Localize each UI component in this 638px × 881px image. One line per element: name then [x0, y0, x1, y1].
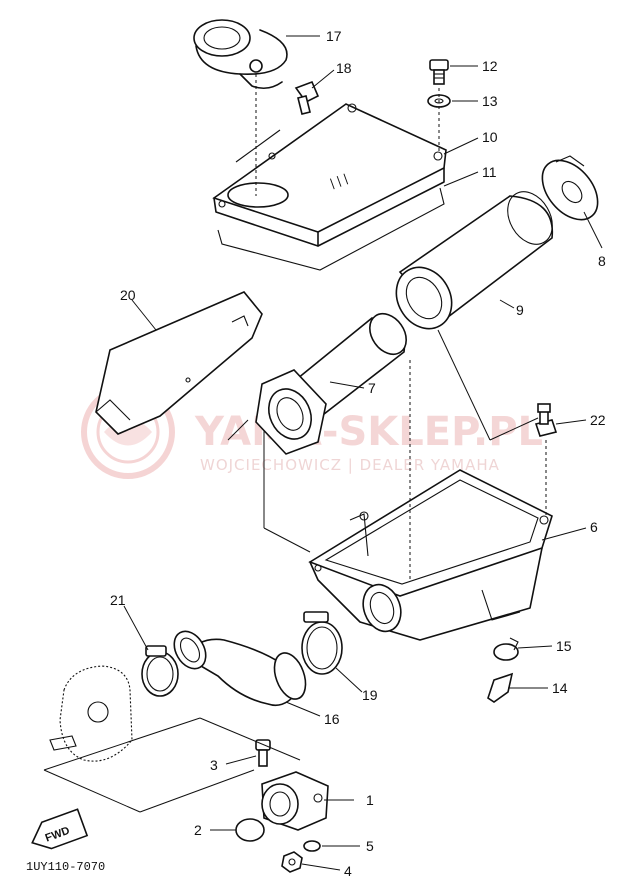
callout-12: 12 [482, 58, 498, 74]
carburetor-outline [49, 665, 133, 762]
callout-2: 2 [194, 822, 202, 838]
callout-8: 8 [598, 253, 606, 269]
end-cap-part-8 [541, 155, 599, 221]
callout-21: 21 [110, 592, 126, 608]
callout-3: 3 [210, 757, 218, 773]
assembly-lines [43, 74, 547, 813]
breather-fitting-part-18 [294, 80, 320, 115]
bolt-part-22 [534, 403, 558, 437]
clip-part-15 [493, 637, 519, 661]
joint-hose-part-16 [173, 630, 307, 707]
callout-9: 9 [516, 302, 524, 318]
callout-16: 16 [324, 711, 340, 727]
manifold-joint-part-1 [261, 771, 329, 831]
bolt-part-3 [255, 739, 271, 767]
callout-20: 20 [120, 287, 136, 303]
watermark-tagline: WOJCIECHOWICZ | DEALER YAMAHA [200, 456, 500, 474]
callout-7: 7 [368, 380, 376, 396]
case-cover-part-10: ||| [212, 103, 447, 247]
callout-18: 18 [336, 60, 352, 76]
callout-11: 11 [482, 164, 497, 180]
watermark-brand: YAMA-SKLEP.PL [194, 409, 543, 455]
intake-duct-part-17 [193, 19, 288, 90]
callout-14: 14 [552, 680, 568, 696]
o-ring-part-2 [235, 818, 265, 842]
intake-tube-part-7 [255, 312, 407, 455]
callout-6: 6 [590, 519, 598, 535]
diagram-code: 1UY110-7070 [26, 860, 105, 874]
callout-15: 15 [556, 638, 572, 654]
hose-clamp-part-19 [301, 611, 343, 675]
callout-19: 19 [362, 687, 378, 703]
filter-element-part-9 [395, 191, 554, 330]
filter-case-part-6 [308, 469, 553, 641]
callout-22: 22 [590, 412, 606, 428]
watermark: YAMA-SKLEP.PL WOJCIECHOWICZ | DEALER YAM… [81, 385, 543, 479]
fwd-arrow-icon: FWD [31, 808, 89, 850]
cover-plate-part-20 [95, 291, 263, 435]
callout-4: 4 [344, 863, 352, 879]
leader-lines [123, 35, 603, 871]
gasket-part-11 [217, 187, 445, 271]
bolt-part-12 [429, 59, 449, 85]
callout-13: 13 [482, 93, 498, 109]
nut-part-4 [281, 851, 303, 873]
callout-1: 1 [366, 792, 374, 808]
svg-text:|||: ||| [327, 171, 352, 192]
callout-10: 10 [482, 129, 498, 145]
hose-clamp-part-21 [141, 645, 179, 697]
drain-cap-part-14 [487, 672, 514, 703]
callout-5: 5 [366, 838, 374, 854]
callout-17: 17 [326, 28, 342, 44]
washer-part-5 [303, 840, 321, 852]
callout-numbers: 17 18 12 13 10 11 8 9 20 7 22 6 15 14 16… [110, 28, 606, 879]
